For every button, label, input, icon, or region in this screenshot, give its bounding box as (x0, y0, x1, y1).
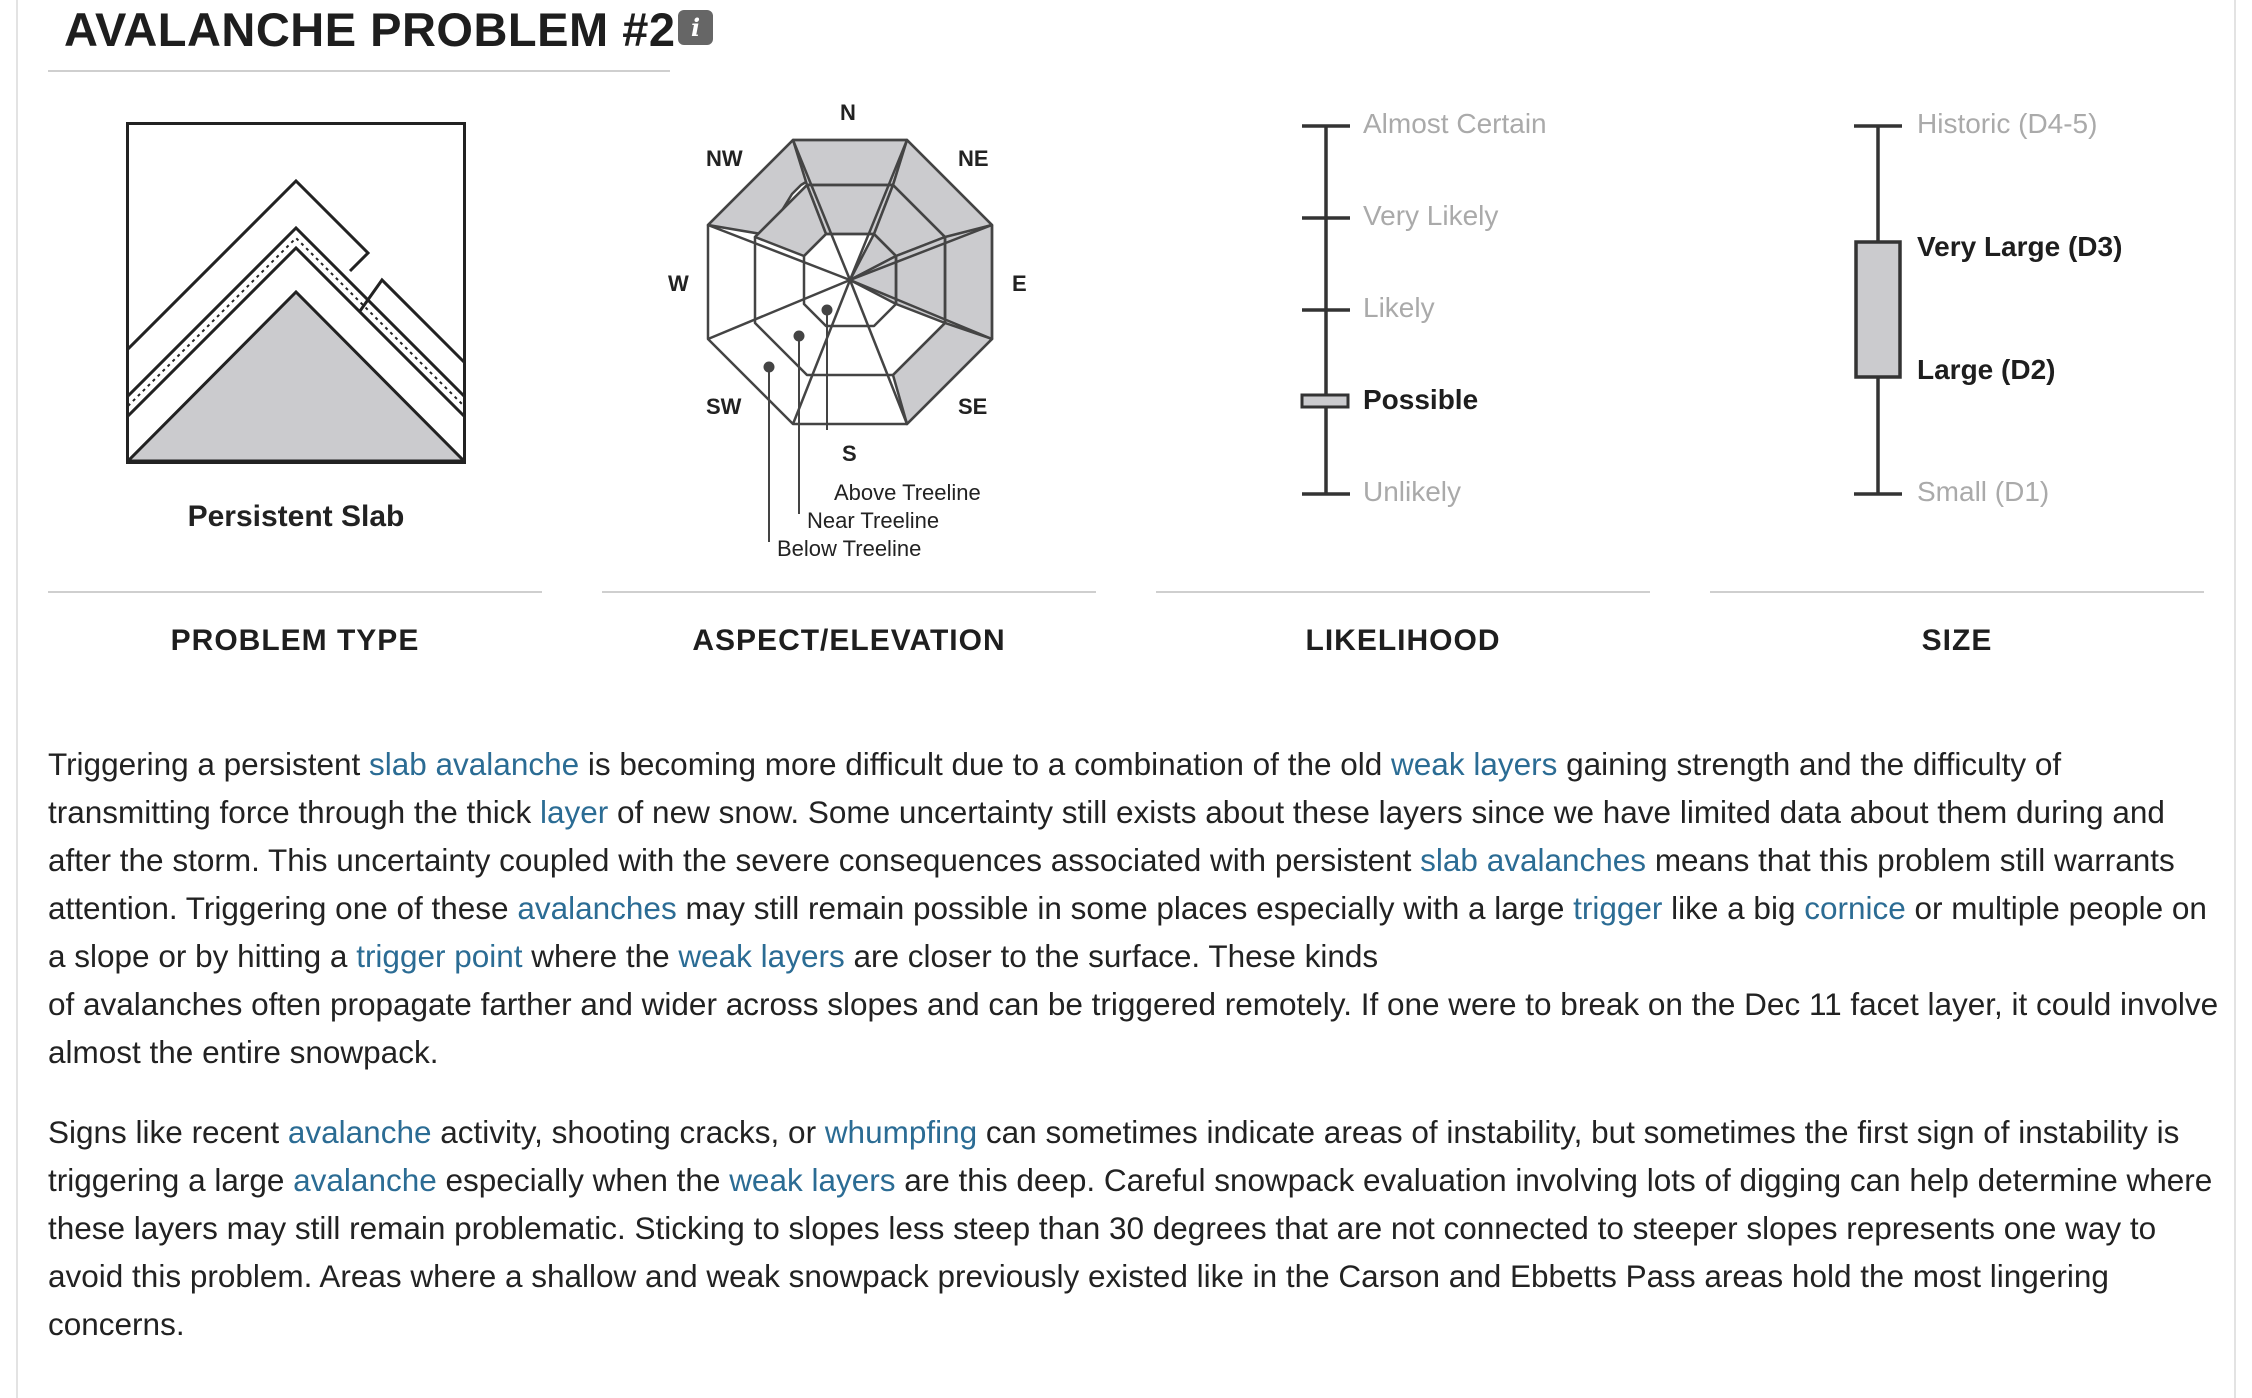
compass-se: SE (958, 394, 988, 419)
title-divider (48, 70, 670, 72)
info-icon[interactable]: i (678, 10, 713, 45)
discussion-paragraph-2: Signs like recent avalanche activity, sh… (48, 1108, 2228, 1348)
glossary-link[interactable]: cornice (1804, 890, 1906, 926)
likelihood-scale (1300, 124, 1350, 496)
glossary-link[interactable]: trigger point (356, 938, 523, 974)
aspect-elevation-label: ASPECT/ELEVATION (692, 624, 1006, 657)
text-run: where the (522, 938, 679, 974)
aspect-divider (602, 591, 1096, 593)
size-divider (1710, 591, 2204, 593)
compass-sw: SW (706, 394, 742, 419)
size-very-large: Very Large (D3) (1917, 231, 2123, 262)
text-run: may still remain possible in some places… (676, 890, 1574, 926)
text-run: is becoming more difficult due to a comb… (579, 746, 1392, 782)
elevation-near-treeline: Near Treeline (807, 508, 940, 533)
compass-s: S (842, 441, 857, 466)
problem-type-name: Persistent Slab (187, 500, 405, 533)
text-run: of new snow. Some uncertainty still exis… (48, 794, 2165, 878)
compass-w: W (668, 271, 689, 296)
size-label: SIZE (1921, 624, 1993, 657)
problem-type-label: PROBLEM TYPE (170, 624, 420, 657)
likelihood-marker (1300, 393, 1350, 409)
problem-type-divider (48, 591, 542, 593)
glossary-link[interactable]: weak layers (678, 938, 845, 974)
discussion-paragraph-1: Triggering a persistent slab avalanche i… (48, 740, 2228, 1076)
size-historic: Historic (D4-5) (1917, 108, 2098, 139)
elevation-below-treeline: Below Treeline (777, 536, 922, 561)
glossary-link[interactable]: slab avalanche (368, 746, 580, 782)
glossary-link[interactable]: avalanche (287, 1114, 432, 1150)
compass-ne: NE (958, 146, 989, 171)
elevation-above-treeline: Above Treeline (834, 480, 981, 505)
likelihood-almost-certain: Almost Certain (1363, 108, 1547, 139)
compass-n: N (840, 100, 856, 125)
glossary-link[interactable]: trigger (1573, 890, 1663, 926)
size-range-bar (1854, 240, 1902, 379)
text-run: like a big (1662, 890, 1805, 926)
likelihood-label: LIKELIHOOD (1305, 624, 1501, 657)
text-run: Triggering a persistent (48, 746, 369, 782)
text-run: are this deep. Careful snowpack evaluati… (48, 1162, 2213, 1342)
text-run: means that this problem still warrants a… (48, 842, 2175, 926)
text-run: Signs like recent (48, 1114, 288, 1150)
persistent-slab-icon (126, 122, 466, 464)
likelihood-possible: Possible (1363, 384, 1479, 415)
text-run: of avalanches often propagate farther an… (48, 986, 2219, 1070)
glossary-link[interactable]: weak layers (1391, 746, 1558, 782)
text-run: or multiple people on a slope or by hitt… (48, 890, 2207, 974)
likelihood-very-likely: Very Likely (1363, 200, 1499, 231)
text-run: activity, shooting cracks, or (431, 1114, 825, 1150)
compass-e: E (1012, 271, 1027, 296)
size-large: Large (D2) (1917, 354, 2056, 385)
text-run: especially when the (436, 1162, 730, 1198)
size-scale (1854, 124, 1902, 496)
size-small: Small (D1) (1917, 476, 2050, 507)
glossary-link[interactable]: weak layers (729, 1162, 896, 1198)
glossary-link[interactable]: avalanche (293, 1162, 437, 1198)
glossary-link[interactable]: whumpfing (824, 1114, 978, 1150)
likelihood-unlikely: Unlikely (1363, 476, 1462, 507)
elevation-leaders (768, 430, 800, 542)
glossary-link[interactable]: layer (540, 794, 609, 830)
aspect-n-outer (791, 138, 909, 187)
forecast-card (16, 0, 2236, 1398)
likelihood-divider (1156, 591, 1650, 593)
page-title: AVALANCHE PROBLEM #2 (64, 3, 676, 56)
text-run: can sometimes indicate areas of instabil… (48, 1114, 2180, 1198)
compass-nw: NW (706, 146, 743, 171)
glossary-link[interactable]: slab avalanches (1420, 842, 1647, 878)
text-run: are closer to the surface. These kinds (844, 938, 1379, 974)
text-run: gaining strength and the difficulty of t… (48, 746, 2062, 830)
likelihood-likely: Likely (1363, 292, 1435, 323)
aspect-elevation-rose (706, 138, 994, 430)
glossary-link[interactable]: avalanches (517, 890, 677, 926)
